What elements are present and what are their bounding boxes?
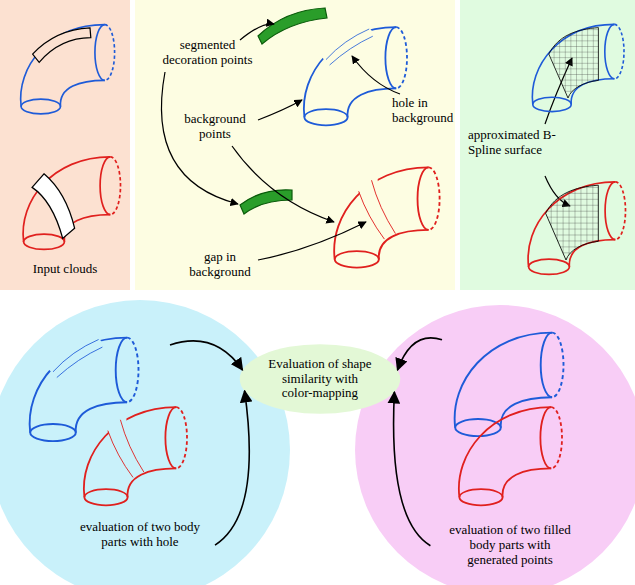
segmentation-panel-ground	[135, 0, 455, 290]
blue-cloud	[21, 25, 115, 114]
hole-evaluation-circle-ground	[0, 300, 290, 585]
similarity-ellipse: Evaluation of shape similarity with colo…	[240, 344, 401, 414]
similarity-ellipse-ground	[240, 344, 401, 414]
input-panel-ground	[0, 0, 130, 290]
node-text: approximated B-Spline surface	[468, 128, 558, 158]
input-panel: Input clouds	[0, 0, 130, 290]
decoration-points	[258, 8, 327, 44]
node-text: segmented decoration points	[160, 38, 255, 68]
spline-panel-ground	[460, 0, 635, 290]
flow-arrow	[398, 338, 442, 370]
red-spline	[528, 182, 625, 275]
node-text: hole in background	[392, 96, 456, 126]
spline-panel: approximated B-Spline surface	[460, 0, 635, 290]
node-text: Evaluation of shape similarity with colo…	[267, 357, 373, 402]
flow-arrow	[170, 341, 242, 370]
flow-arrow	[394, 392, 431, 546]
node-text: Input clouds	[20, 262, 110, 277]
node-text: gap in background	[180, 250, 260, 280]
segmentation-panel: segmented decoration points hole in backg…	[135, 0, 455, 290]
filled-evaluation-circle: evaluation of two filled body parts with…	[355, 305, 635, 585]
red-filled-part	[459, 407, 562, 505]
hole-evaluation-circle: evaluation of two body parts with hole	[0, 300, 290, 585]
node-text: evaluation of two body parts with hole	[75, 520, 205, 550]
blue-filled-part	[455, 333, 564, 437]
flow-arrow	[215, 391, 249, 545]
blue-spline	[532, 24, 624, 111]
decoration-points	[240, 190, 292, 214]
red-gap-part	[84, 407, 187, 505]
filled-evaluation-circle-ground	[355, 305, 635, 585]
red-background	[334, 167, 439, 267]
blue-background	[304, 24, 407, 126]
red-cloud	[23, 157, 120, 250]
node-text: evaluation of two filled body parts with…	[445, 523, 575, 568]
node-text: background points	[175, 112, 255, 142]
